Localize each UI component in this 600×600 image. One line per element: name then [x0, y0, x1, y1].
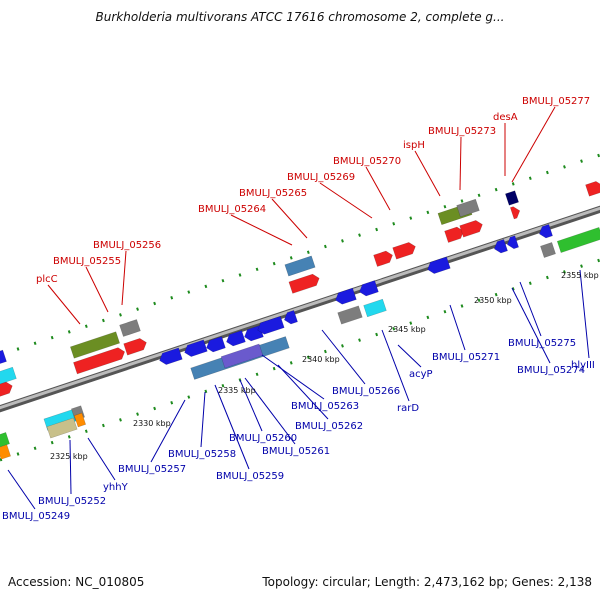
label-connectors [7, 106, 590, 510]
accession-text: Accession: NC_010805 [8, 575, 145, 589]
feature-label-reverse[interactable]: BMULJ_05275 [508, 338, 576, 349]
gene-feature[interactable] [0, 432, 10, 448]
scale-label: 2330 kbp [133, 419, 171, 428]
gene-feature[interactable] [334, 287, 357, 306]
feature-label-reverse[interactable]: acyP [409, 369, 433, 380]
feature-label-forward[interactable]: BMULJ_05270 [333, 156, 401, 167]
gene-feature[interactable] [337, 305, 363, 325]
gene-feature[interactable] [73, 412, 87, 428]
gene-feature[interactable] [392, 241, 418, 260]
gene-feature[interactable] [363, 298, 387, 318]
gene-feature[interactable] [537, 224, 553, 239]
gene-feature[interactable] [373, 249, 395, 267]
summary-text: Topology: circular; Length: 2,473,162 bp… [262, 575, 592, 589]
gene-feature[interactable] [0, 444, 11, 460]
scale-label: 2350 kbp [474, 296, 512, 305]
gene-feature[interactable] [183, 339, 208, 358]
feature-label-reverse[interactable]: BMULJ_05260 [229, 433, 297, 444]
gene-feature[interactable] [0, 349, 7, 366]
gene-feature[interactable] [205, 336, 226, 353]
scale-label: 2340 kbp [302, 355, 340, 364]
feature-label-forward[interactable]: BMULJ_05265 [239, 188, 307, 199]
feature-label-reverse[interactable]: BMULJ_05252 [38, 496, 106, 507]
gene-feature[interactable] [123, 337, 149, 356]
feature-label-forward[interactable]: ispH [403, 140, 425, 151]
gene-feature[interactable] [256, 315, 285, 336]
gene-feature[interactable] [556, 227, 600, 253]
gene-feature[interactable] [444, 225, 466, 243]
gene-feature[interactable] [426, 256, 451, 275]
feature-layer[interactable] [0, 180, 600, 460]
scale-labels: 2325 kbp 2330 kbp 2335 kbp 2340 kbp 2345 kbp… [50, 271, 599, 461]
scale-label: 2335 kbp [218, 386, 256, 395]
gene-feature[interactable] [509, 205, 521, 220]
feature-label-forward[interactable]: plcC [36, 274, 58, 285]
scale-label: 2345 kbp [388, 325, 426, 334]
scale-label: 2325 kbp [50, 452, 88, 461]
gene-feature[interactable] [585, 180, 600, 197]
feature-label-forward[interactable]: BMULJ_05264 [198, 204, 266, 215]
feature-label-forward[interactable]: desA [493, 112, 518, 123]
gene-feature[interactable] [456, 198, 480, 218]
feature-label-reverse[interactable]: BMULJ_05257 [118, 464, 186, 475]
gene-feature[interactable] [220, 343, 264, 369]
feature-label-reverse[interactable]: BMULJ_05249 [2, 511, 70, 522]
gene-feature[interactable] [505, 190, 519, 206]
map-title: Burkholderia multivorans ATCC 17616 chro… [95, 10, 505, 24]
gene-feature[interactable] [358, 280, 379, 297]
feature-label-reverse[interactable]: BMULJ_05259 [216, 471, 284, 482]
feature-labels[interactable]: plcCBMULJ_05255BMULJ_05256BMULJ_05264BMU… [2, 96, 595, 522]
gene-feature[interactable] [282, 310, 298, 325]
feature-label-reverse[interactable]: BMULJ_05271 [432, 352, 500, 363]
gene-feature[interactable] [225, 330, 246, 347]
gene-feature[interactable] [70, 331, 120, 359]
feature-label-reverse[interactable]: rarD [397, 403, 419, 414]
feature-label-forward[interactable]: BMULJ_05255 [53, 256, 121, 267]
feature-label-reverse[interactable]: BMULJ_05266 [332, 386, 400, 397]
gene-feature[interactable] [288, 273, 321, 294]
feature-label-reverse[interactable]: BMULJ_05261 [262, 446, 330, 457]
gene-feature[interactable] [505, 235, 519, 251]
gene-feature[interactable] [284, 255, 316, 277]
feature-label-forward[interactable]: BMULJ_05273 [428, 126, 496, 137]
tick-track-outer [0, 153, 600, 357]
gene-feature[interactable] [158, 347, 183, 366]
feature-label-reverse[interactable]: hlyIII [571, 360, 595, 371]
feature-label-reverse[interactable]: BMULJ_05263 [291, 401, 359, 412]
gene-feature[interactable] [0, 366, 17, 386]
feature-label-forward[interactable]: BMULJ_05256 [93, 240, 161, 251]
feature-label-reverse[interactable]: BMULJ_05262 [295, 421, 363, 432]
gene-feature[interactable] [46, 417, 78, 439]
gene-feature[interactable] [492, 239, 508, 254]
feature-label-reverse[interactable]: yhhY [103, 482, 129, 493]
scale-label: 2355 kbp [561, 271, 599, 280]
gene-feature[interactable] [459, 219, 485, 238]
feature-label-reverse[interactable]: BMULJ_05258 [168, 449, 236, 460]
backbone [0, 205, 600, 413]
gene-feature[interactable] [540, 242, 556, 258]
gene-feature[interactable] [73, 346, 126, 375]
gene-feature[interactable] [119, 319, 141, 337]
feature-label-forward[interactable]: BMULJ_05277 [522, 96, 590, 107]
feature-label-forward[interactable]: BMULJ_05269 [287, 172, 355, 183]
feature-label-reverse[interactable]: BMULJ_05274 [517, 365, 585, 376]
